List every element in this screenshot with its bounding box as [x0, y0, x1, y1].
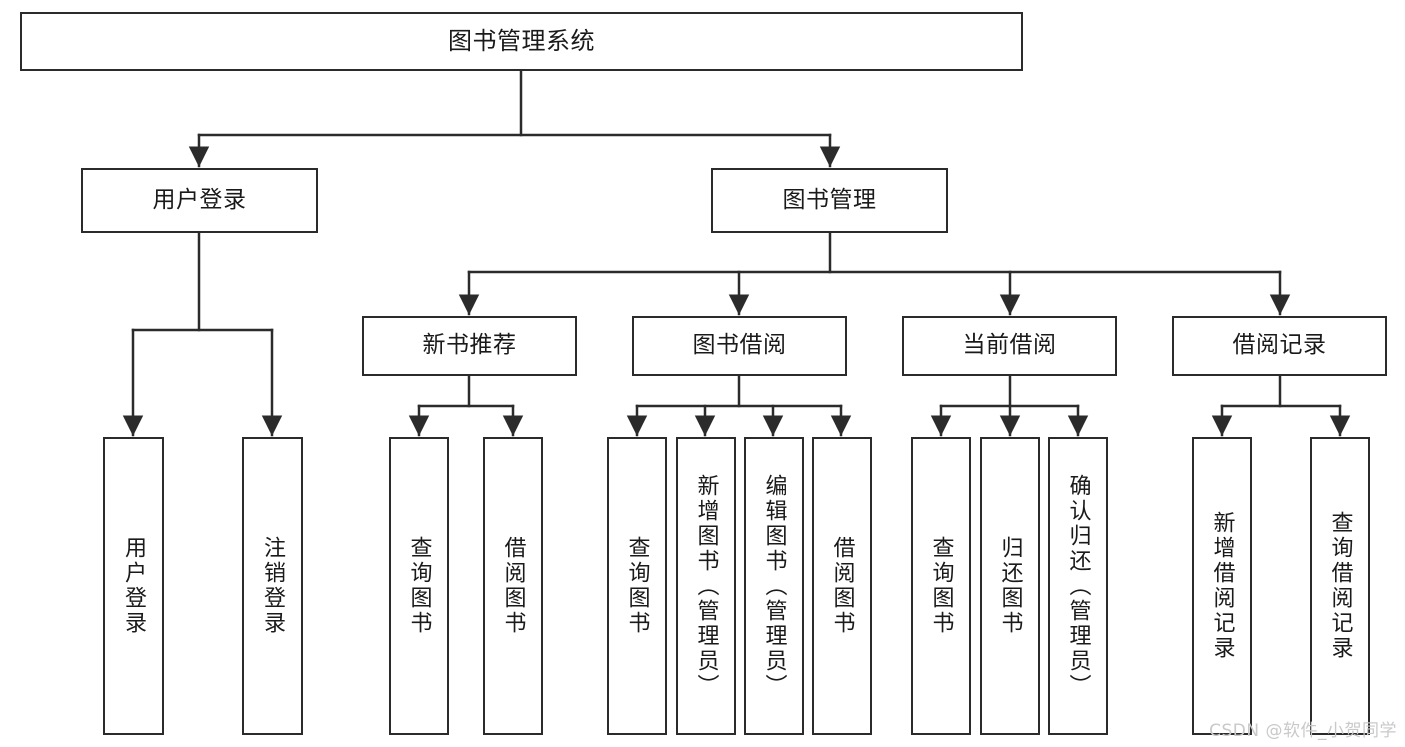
node-label: 查询图书	[928, 536, 954, 636]
node-book-borrow[interactable]: 图书借阅	[632, 316, 847, 376]
node-label: 借阅图书	[500, 536, 526, 636]
node-label: 新增借阅记录	[1209, 511, 1235, 661]
node-label: 注销登录	[260, 536, 286, 636]
node-label: 归还图书	[997, 536, 1023, 636]
leaf-add-borrow-record[interactable]: 新增借阅记录	[1192, 437, 1252, 735]
node-label: 查询借阅记录	[1327, 511, 1353, 661]
node-new-book-recommend[interactable]: 新书推荐	[362, 316, 577, 376]
leaf-add-book-admin[interactable]: 新增图书（管理员）	[676, 437, 736, 735]
leaf-return-books[interactable]: 归还图书	[980, 437, 1040, 735]
node-current-borrow[interactable]: 当前借阅	[902, 316, 1117, 376]
node-label: 确认归还（管理员）	[1065, 473, 1091, 699]
node-label: 当前借阅	[962, 332, 1057, 359]
node-label: 新增图书（管理员）	[693, 473, 719, 699]
leaf-query-books-current[interactable]: 查询图书	[911, 437, 971, 735]
leaf-logout[interactable]: 注销登录	[242, 437, 303, 735]
node-label: 图书管理	[782, 186, 877, 213]
node-label: 编辑图书（管理员）	[761, 473, 787, 699]
node-label: 用户登录	[152, 186, 247, 213]
node-book-management[interactable]: 图书管理	[711, 168, 948, 233]
leaf-borrow-books-borrow[interactable]: 借阅图书	[812, 437, 872, 735]
node-label: 借阅图书	[829, 536, 855, 636]
node-root-book-management-system[interactable]: 图书管理系统	[20, 12, 1023, 71]
node-label: 新书推荐	[422, 332, 517, 359]
node-borrow-record[interactable]: 借阅记录	[1172, 316, 1387, 376]
watermark: CSDN @软件_小贺同学	[1209, 721, 1397, 741]
leaf-query-books-newbook[interactable]: 查询图书	[389, 437, 449, 735]
leaf-query-borrow-record[interactable]: 查询借阅记录	[1310, 437, 1370, 735]
leaf-user-login[interactable]: 用户登录	[103, 437, 164, 735]
leaf-edit-book-admin[interactable]: 编辑图书（管理员）	[744, 437, 804, 735]
node-label: 查询图书	[406, 536, 432, 636]
node-label: 用户登录	[121, 536, 147, 636]
leaf-query-books-borrow[interactable]: 查询图书	[607, 437, 667, 735]
leaf-confirm-return-admin[interactable]: 确认归还（管理员）	[1048, 437, 1108, 735]
node-user-login[interactable]: 用户登录	[81, 168, 318, 233]
node-label: 图书管理系统	[448, 27, 595, 56]
node-label: 借阅记录	[1232, 332, 1327, 359]
node-label: 图书借阅	[692, 332, 787, 359]
leaf-borrow-books-newbook[interactable]: 借阅图书	[483, 437, 543, 735]
node-label: 查询图书	[624, 536, 650, 636]
